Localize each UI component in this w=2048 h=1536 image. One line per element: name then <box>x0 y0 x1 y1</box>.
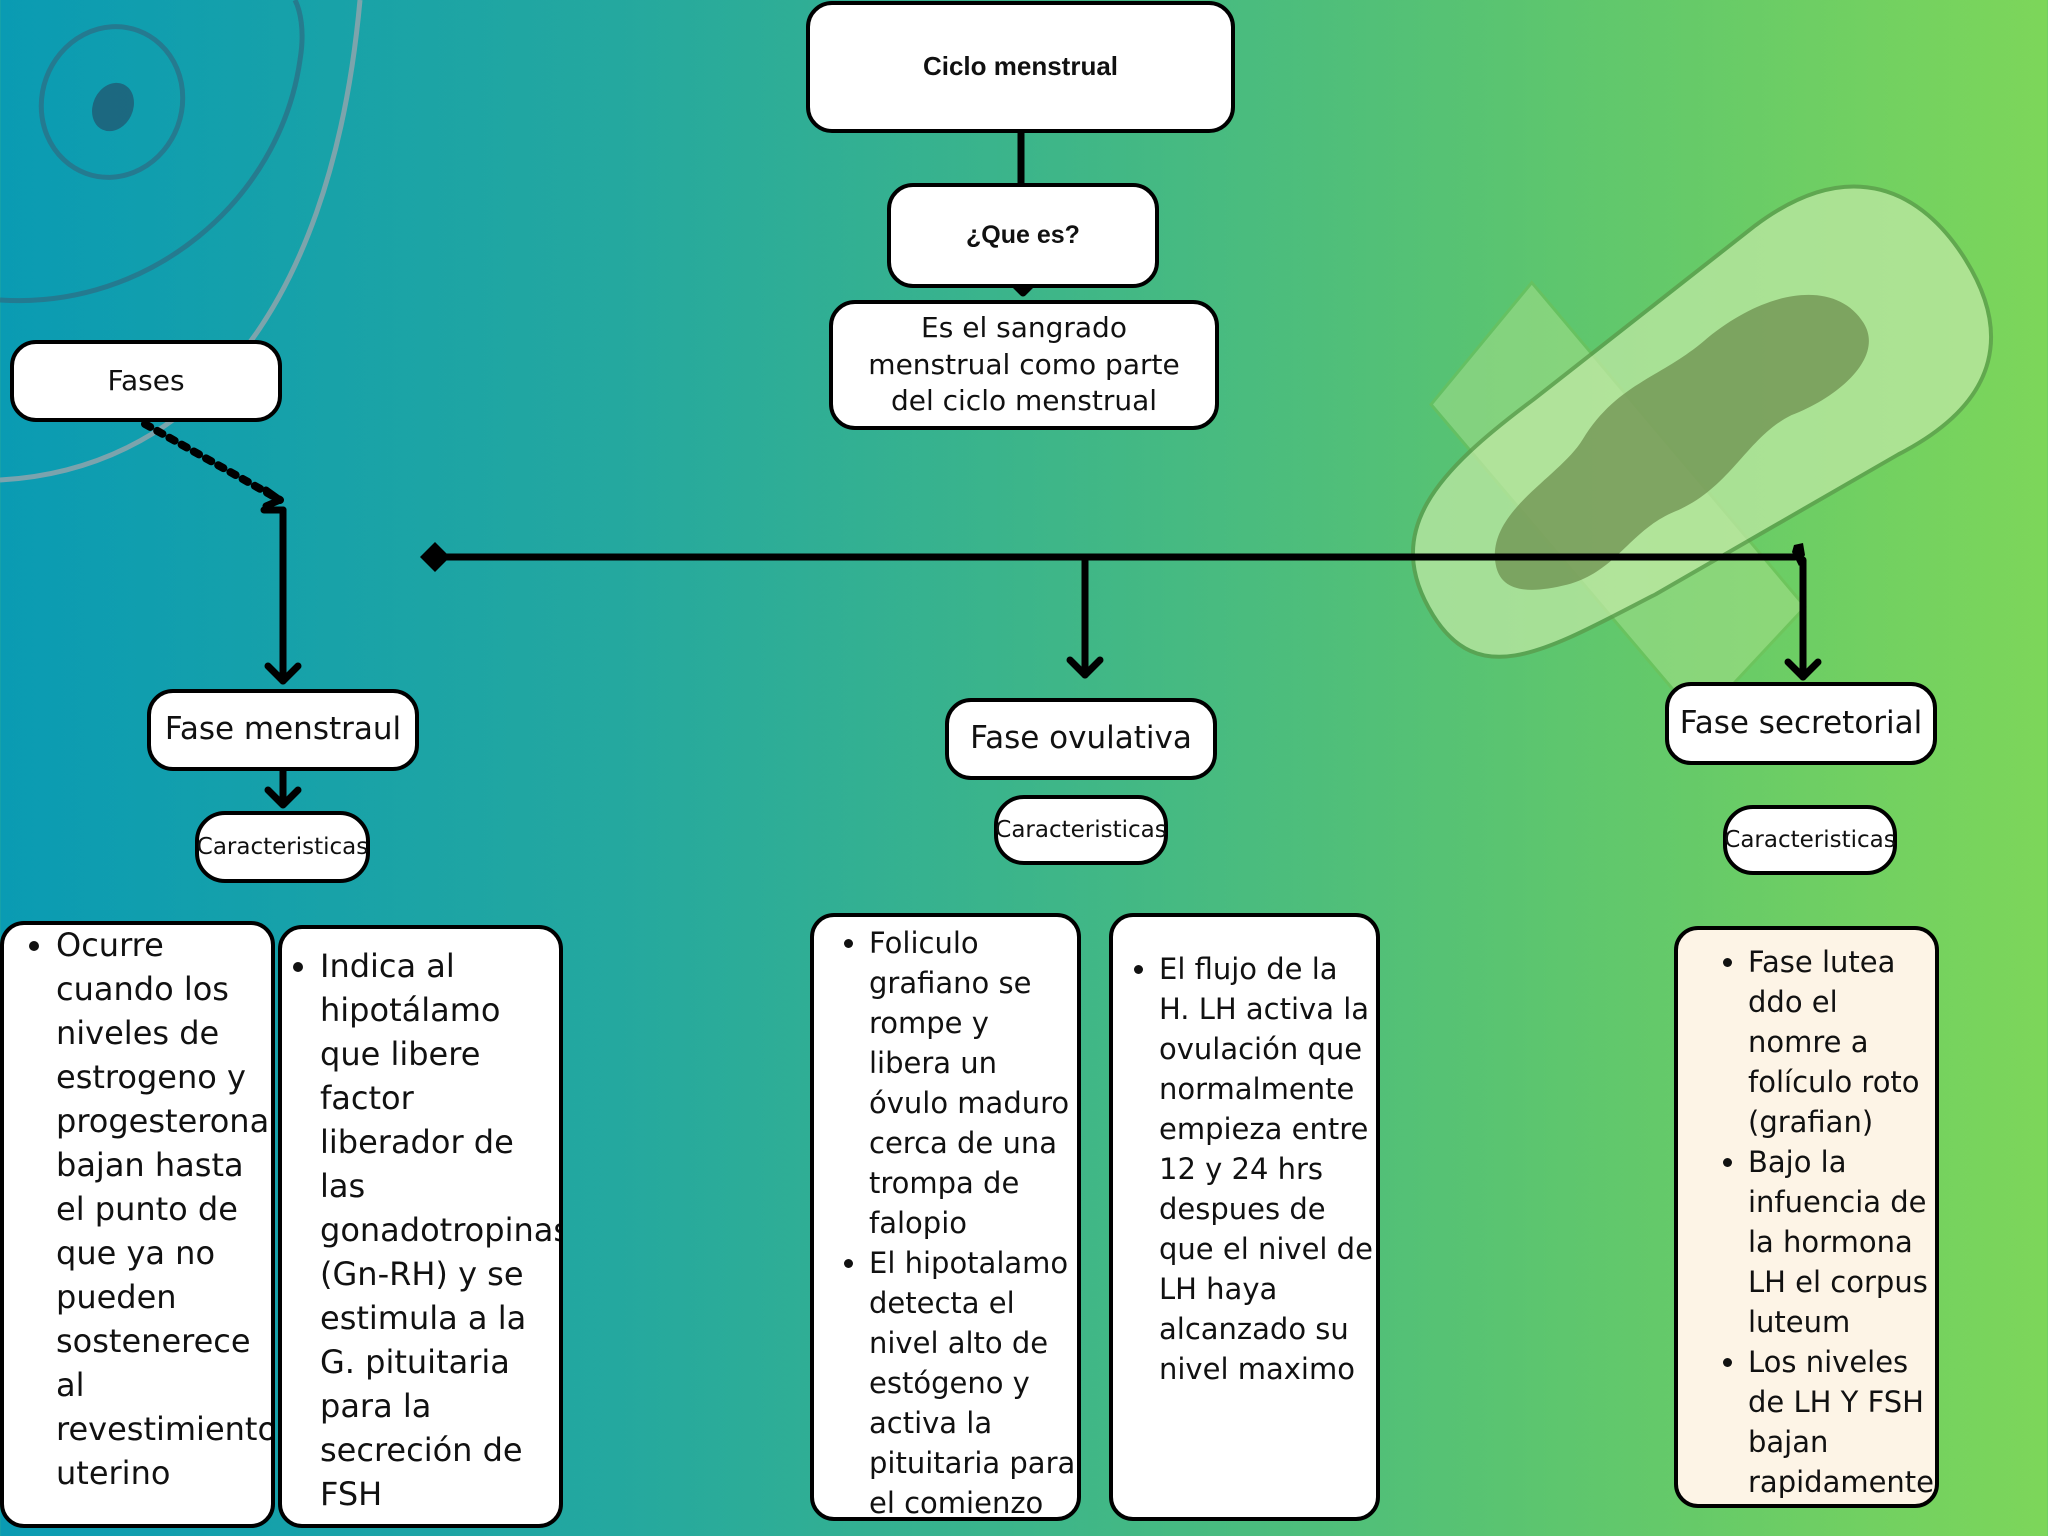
question-label: ¿Que es? <box>966 221 1080 250</box>
menstrual-characteristics-label: Caracteristicas <box>196 834 369 860</box>
ovulativa-card-1: Foliculo grafiano se rompe y libera un ó… <box>810 913 1081 1521</box>
fases-box: Fases <box>10 340 282 422</box>
secretorial-card-item-3: Los niveles de LH Y FSH bajan rapidament… <box>1748 1342 1935 1502</box>
menstrual-characteristics-pill: Caracteristicas <box>195 811 370 883</box>
ovulativa-characteristics-pill: Caracteristicas <box>994 795 1168 865</box>
question-box: ¿Que es? <box>887 183 1159 288</box>
ovulativa-card-1-item-1: Foliculo grafiano se rompe y libera un ó… <box>869 923 1077 1243</box>
secretorial-characteristics-pill: Caracteristicas <box>1723 805 1897 875</box>
menstrual-card-1-item: Ocurre cuando los niveles de estrogeno y… <box>56 925 271 1495</box>
menstrual-card-1: Ocurre cuando los niveles de estrogeno y… <box>0 921 275 1528</box>
secretorial-card-item-2: Bajo la infuencia de la hormona LH el co… <box>1748 1142 1935 1342</box>
ovulativa-characteristics-label: Caracteristicas <box>995 817 1167 843</box>
phase-ovulativa-label: Fase ovulativa <box>970 720 1192 757</box>
phase-secretorial-label: Fase secretorial <box>1679 705 1923 742</box>
phase-menstrual-box: Fase menstraul <box>147 689 419 771</box>
menstrual-card-2-item: Indica al hipotálamo que libere factor l… <box>320 944 559 1516</box>
phase-ovulativa-box: Fase ovulativa <box>945 698 1217 780</box>
menstrual-card-2: Indica al hipotálamo que libere factor l… <box>278 925 563 1528</box>
secretorial-card-item-1: Fase lutea ddo el nomre a folículo roto … <box>1748 942 1935 1142</box>
ovulativa-card-2: El flujo de la H. LH activa la ovulación… <box>1109 913 1380 1521</box>
definition-box: Es el sangrado menstrual como parte del … <box>829 300 1219 430</box>
ovulativa-card-1-item-2: El hipotalamo detecta el nivel alto de e… <box>869 1243 1077 1517</box>
ovulativa-card-2-item: El flujo de la H. LH activa la ovulación… <box>1159 949 1376 1389</box>
definition-text: Es el sangrado menstrual como parte del … <box>868 311 1180 418</box>
phase-secretorial-box: Fase secretorial <box>1665 682 1937 765</box>
phase-menstrual-label: Fase menstraul <box>164 711 402 748</box>
fases-label: Fases <box>107 363 185 397</box>
secretorial-characteristics-label: Caracteristicas <box>1724 827 1896 853</box>
title-box: Ciclo menstrual <box>806 1 1235 133</box>
cell-illustration <box>0 0 363 483</box>
diagram-title: Ciclo menstrual <box>922 51 1119 82</box>
menstrual-pad-illustration <box>1411 184 1993 723</box>
secretorial-card: Fase lutea ddo el nomre a folículo roto … <box>1674 926 1939 1508</box>
